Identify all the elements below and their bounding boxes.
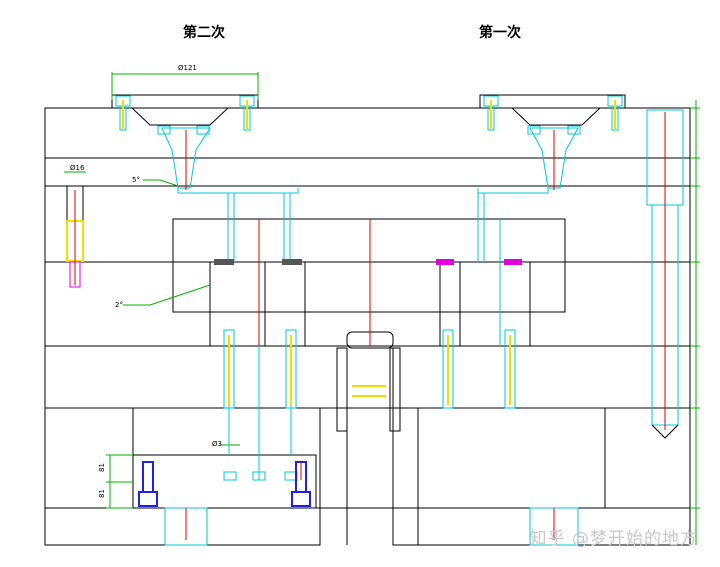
- title-first-shot: 第一次: [479, 25, 521, 41]
- b-plate: [44, 345, 691, 409]
- ejector-bolts: [138, 461, 311, 507]
- right-guide-pillar: [646, 109, 684, 439]
- right-runner: [477, 188, 549, 194]
- left-sprue-bushing: [161, 127, 211, 189]
- right-side-ticks: [690, 100, 700, 545]
- dim-side-b: 81: [98, 489, 106, 498]
- dim-callout-3: Ø3: [212, 440, 222, 448]
- mold-plates: [44, 107, 691, 546]
- right-locating-ring: [479, 94, 626, 126]
- runner-stripper-plate: [44, 157, 691, 187]
- center-guide-left: [336, 347, 348, 432]
- left-gate-1: [214, 259, 234, 265]
- gates: [214, 259, 522, 265]
- right-sprue-bushing: [529, 127, 579, 189]
- dim-callout-1: 5°: [132, 176, 140, 184]
- right-gate-2: [504, 259, 522, 265]
- dim-top-width: Ø121: [178, 64, 197, 72]
- watermark-text: 知乎 @梦开始的地方: [529, 529, 698, 549]
- right-gate-1: [436, 259, 454, 265]
- pin-highlights: [228, 335, 511, 405]
- right-injection-unit: [477, 94, 626, 346]
- left-gate-2: [282, 259, 302, 265]
- dim-callout-2: 2°: [115, 301, 123, 309]
- dim-side-a: 81: [98, 463, 106, 472]
- title-second-shot: 第二次: [183, 25, 225, 41]
- dim-left-pin: Ø16: [70, 164, 85, 172]
- left-injection-unit: [111, 72, 299, 346]
- center-guide-right: [389, 347, 401, 432]
- bottom-outlets: [164, 507, 579, 546]
- left-guide-pin: [64, 171, 86, 288]
- left-side-dims: [106, 454, 133, 509]
- left-runner: [177, 188, 299, 194]
- cavity-insert: [172, 218, 566, 313]
- support-block-zone: [44, 407, 691, 509]
- callout-leaders: [123, 179, 240, 446]
- left-locating-ring: [111, 94, 259, 126]
- ejector-plate: [132, 454, 317, 509]
- bottom-clamp-left: [44, 507, 321, 546]
- a-plate: [44, 185, 691, 347]
- ejector-pins: [223, 329, 516, 481]
- top-clamp-plate: [44, 107, 691, 159]
